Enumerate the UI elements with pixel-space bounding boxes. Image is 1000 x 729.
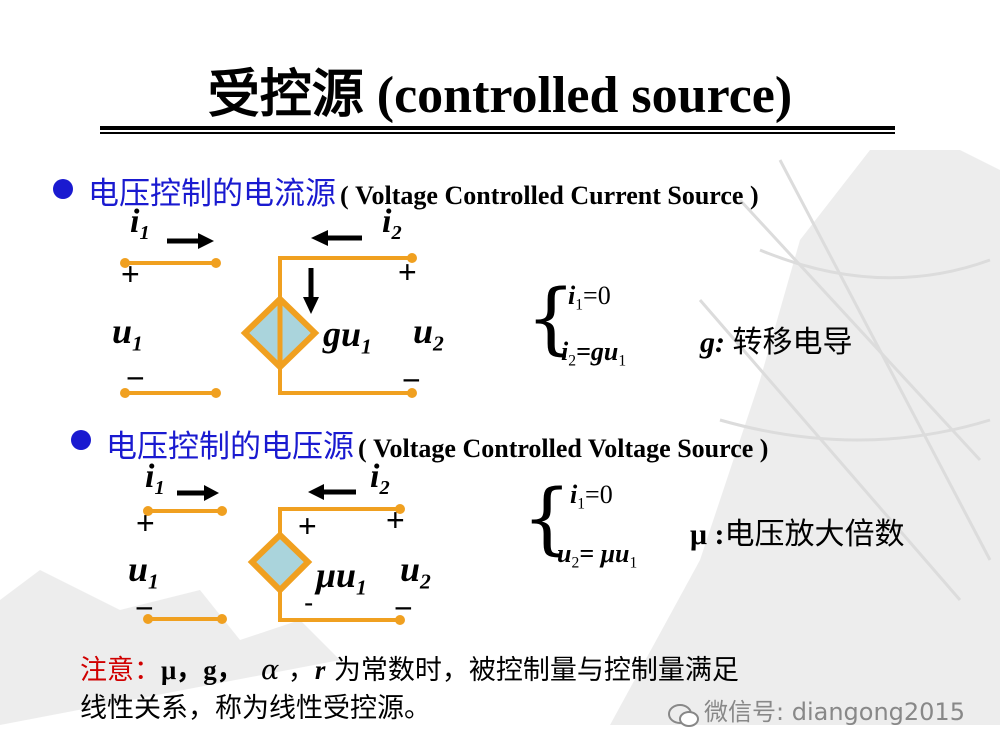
vccs-u2-label: u2 [413,311,444,356]
vccs-brace: { [526,274,576,364]
note-line-2: 线性关系，称为线性受控源。 [80,693,431,724]
vcvs-eq1: i1=0 [570,480,613,513]
dependent-voltage-source-icon [247,530,313,595]
vcvs-source-label: μu1 [316,555,367,600]
vcvs-u1-minus: − [135,590,154,626]
page-title: 受控源 (controlled source) [207,67,793,124]
vccs-i2-label: i2 [382,203,402,245]
vcvs-inner-plus: + [298,508,317,544]
current-arrow-icon [177,484,356,501]
vcvs-heading-cn: 电压控制的电压源 [106,429,354,465]
vcvs-heading-en: ( Voltage Controlled Voltage Source ) [358,434,769,463]
title-rule [100,126,895,130]
wechat-icon [668,704,699,728]
vccs-heading-en: ( Voltage Controlled Current Source ) [340,181,759,210]
vcvs-u1-label: u1 [128,549,159,594]
vcvs-i1-label: i1 [145,458,165,500]
vccs-heading: 电压控制的电流源 ( Voltage Controlled Current So… [88,168,759,213]
bullet-icon [71,430,91,450]
watermark: 微信号: diangong2015 [668,692,965,729]
vcvs-u2-label: u2 [400,549,431,594]
vcvs-heading: 电压控制的电压源 ( Voltage Controlled Voltage So… [106,421,768,466]
vcvs-param: μ :电压放大倍数 [690,517,905,552]
vccs-u1-minus: − [126,360,145,396]
vccs-param: g: 转移电导 [700,325,853,360]
vcvs-u2-minus: − [394,590,413,626]
vccs-u2-plus: + [398,254,417,290]
vccs-u1-label: u1 [112,311,143,356]
vcvs-brace: { [522,474,572,564]
vccs-u2-minus: − [402,362,421,398]
vcvs-eq2: u2= μu1 [557,539,638,572]
vcvs-inner-minus: - [304,587,314,618]
vccs-eq1: i1=0 [568,281,611,314]
vccs-u1-plus: + [121,256,140,292]
title-rule-thin [100,132,895,134]
vccs-eq2: i2=gu1 [561,337,627,370]
vcvs-u2-plus: + [386,502,405,538]
note-line-1: 注意：μ，g， α ，r 为常数时，被控制量与控制量满足 [80,655,739,686]
note-label: 注意： [80,655,161,686]
vccs-source-label: gu1 [323,314,372,359]
bullet-icon [53,179,73,199]
current-arrow-icon [167,230,362,314]
vcvs-u1-plus: + [136,505,155,541]
vccs-heading-cn: 电压控制的电流源 [88,176,336,212]
vcvs-i2-label: i2 [370,458,390,500]
vccs-i1-label: i1 [130,203,150,245]
